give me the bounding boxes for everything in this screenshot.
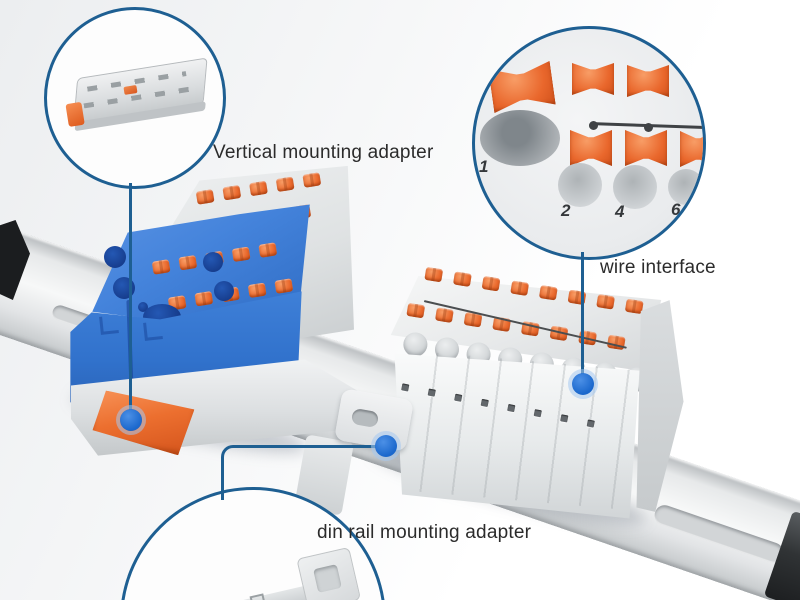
conductor-hole bbox=[613, 165, 657, 209]
label-vertical-mounting-adapter: Vertical mounting adapter bbox=[213, 142, 434, 163]
wire-pin-end bbox=[589, 121, 598, 130]
feed-in-hole bbox=[138, 302, 148, 312]
pin-number: 6 bbox=[671, 200, 681, 219]
push-in-lever bbox=[247, 282, 267, 299]
push-in-lever bbox=[258, 242, 278, 258]
push-in-lever bbox=[452, 271, 472, 287]
push-in-lever bbox=[274, 278, 294, 294]
din-rail-adapter-illustration bbox=[141, 540, 366, 600]
push-in-lever bbox=[406, 302, 426, 319]
test-point-hole bbox=[507, 403, 516, 413]
push-in-lever bbox=[434, 307, 454, 323]
test-point-hole bbox=[401, 383, 410, 392]
push-in-lever bbox=[538, 285, 558, 301]
test-point-hole bbox=[480, 398, 489, 408]
test-point-hole bbox=[533, 409, 542, 418]
test-point-hole bbox=[560, 414, 569, 423]
leader-line-din-rail-adapter bbox=[221, 445, 389, 500]
push-in-lever bbox=[275, 176, 295, 193]
push-in-lever bbox=[222, 184, 242, 201]
block-grooves bbox=[394, 350, 638, 510]
push-in-lever bbox=[249, 180, 268, 197]
push-in-lever bbox=[195, 189, 215, 205]
push-in-lever bbox=[151, 259, 171, 275]
feed-in-hole bbox=[203, 252, 223, 272]
marker-dot-din-rail-adapter bbox=[375, 435, 397, 457]
wire-lever bbox=[572, 63, 614, 95]
label-wire-interface: wire interface bbox=[600, 257, 716, 278]
push-in-lever bbox=[231, 246, 251, 263]
white-distribution-block-front bbox=[394, 353, 640, 519]
feed-in-hole bbox=[104, 246, 126, 268]
push-in-lever bbox=[424, 266, 444, 283]
push-in-lever bbox=[596, 294, 616, 310]
wire-lever bbox=[570, 130, 612, 166]
leader-line-vertical-adapter bbox=[129, 183, 132, 420]
callout-vertical-adapter bbox=[44, 7, 226, 189]
latch-mark bbox=[143, 321, 163, 341]
pin-number: 1 bbox=[479, 157, 489, 176]
test-point-hole bbox=[427, 388, 436, 397]
rail-slot bbox=[651, 502, 787, 566]
adapter-bar bbox=[175, 583, 319, 600]
pin-number: 4 bbox=[615, 202, 625, 221]
wire-lever bbox=[627, 65, 669, 97]
marker-dot-wire-interface bbox=[572, 373, 594, 395]
pin-number: 2 bbox=[561, 201, 571, 220]
adapter-orange-clip bbox=[65, 101, 85, 128]
callout-wire-interface: 1 2 4 6 bbox=[472, 26, 706, 260]
label-din-rail-mounting-adapter: din rail mounting adapter bbox=[317, 522, 532, 543]
leader-line-wire-interface bbox=[581, 252, 584, 382]
latch-mark bbox=[99, 315, 119, 335]
vertical-mounting-adapter-illustration bbox=[63, 54, 211, 137]
marker-dot-vertical-adapter bbox=[120, 409, 142, 431]
wire-lever bbox=[625, 130, 667, 166]
conductor-hole bbox=[558, 163, 602, 207]
test-point-hole bbox=[586, 419, 595, 428]
push-in-lever bbox=[194, 290, 214, 307]
conductor-hole bbox=[480, 110, 560, 166]
test-point-hole bbox=[454, 393, 463, 402]
push-in-lever bbox=[178, 254, 198, 271]
wire-pin-joint bbox=[644, 123, 653, 132]
feed-in-hole bbox=[214, 281, 234, 301]
wire-lever bbox=[680, 131, 703, 167]
wire-lever bbox=[488, 61, 556, 113]
push-in-lever bbox=[481, 275, 501, 292]
push-in-lever bbox=[302, 172, 322, 188]
conductor-hole bbox=[668, 169, 703, 205]
push-in-lever bbox=[510, 280, 530, 296]
